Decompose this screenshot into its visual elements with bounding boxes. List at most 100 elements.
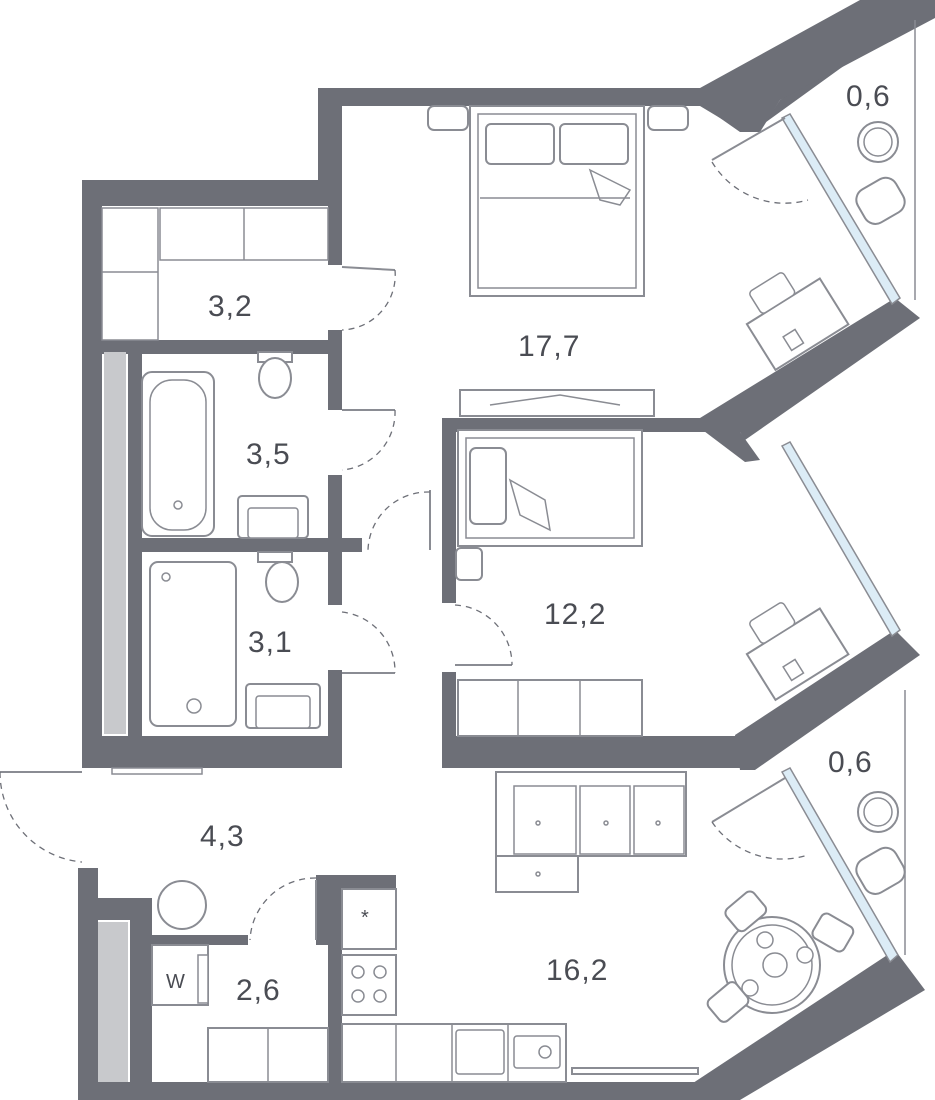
bedroom2b-door-swing xyxy=(454,604,513,666)
room-labels: 3,2 3,5 3,1 4,3 2,6 17,7 12,2 16,2 0,6 0… xyxy=(166,80,891,1007)
chair-desk-1 xyxy=(749,272,796,314)
bathtub-2 xyxy=(149,561,237,727)
balcony1-furniture xyxy=(855,121,906,225)
desk-2 xyxy=(745,602,850,702)
bath2-door-swing xyxy=(341,611,396,674)
bedroom2-furniture xyxy=(455,429,850,737)
toilet-2-tank xyxy=(257,551,293,563)
bath1-right-wall-top xyxy=(328,330,342,410)
pillow-single xyxy=(469,447,507,525)
chair-desk-2 xyxy=(749,602,796,644)
balcony2-door-leaf xyxy=(711,777,786,823)
bath2-right-wall xyxy=(328,670,342,768)
column-left xyxy=(104,352,126,734)
storage-door-swing xyxy=(341,269,396,331)
top-step-wall xyxy=(318,88,342,206)
nightstand-single xyxy=(455,547,483,581)
nightstand-left xyxy=(427,105,469,131)
toilet-1 xyxy=(258,357,292,399)
washer-label: W xyxy=(166,971,185,993)
dining-chair-2 xyxy=(811,912,855,953)
label-balcony-1: 0,6 xyxy=(846,80,891,113)
fridge-top-wall xyxy=(328,875,396,889)
storage-right-wall xyxy=(328,205,342,265)
top-wall xyxy=(318,88,708,106)
laundry-left-wall xyxy=(130,898,152,1100)
toilet-2 xyxy=(265,561,299,603)
dining-chair-1 xyxy=(724,890,768,933)
right-wall-middle xyxy=(735,630,920,770)
top-right-wall-mass xyxy=(700,0,935,132)
bedroom2-bottom-wall xyxy=(442,736,742,768)
label-bedroom-1: 17,7 xyxy=(518,330,580,363)
label-living-kitchen: 16,2 xyxy=(546,954,608,987)
bath-left-wall xyxy=(128,350,142,770)
blanket-fold xyxy=(588,168,632,206)
column-laundry xyxy=(98,922,128,1082)
label-bathroom-1: 3,5 xyxy=(246,438,291,471)
windows xyxy=(780,20,916,964)
bath1-door-swing xyxy=(341,409,396,471)
nightstand-right xyxy=(647,105,689,131)
sofa-chaise xyxy=(495,855,579,893)
bedroom2-door-swing xyxy=(367,491,431,551)
label-laundry: 2,6 xyxy=(236,974,281,1007)
storage-bath-wall xyxy=(100,340,340,354)
bedroom1-furniture xyxy=(427,105,850,417)
kitchen-left-wall xyxy=(328,875,342,1100)
pillow-right xyxy=(559,123,629,165)
dining-chair-3 xyxy=(706,981,750,1023)
wardrobe xyxy=(457,679,643,737)
fridge xyxy=(341,888,397,950)
kitchen-fixtures xyxy=(341,888,567,1083)
right-wall-lower xyxy=(690,950,925,1100)
bath1-bath2-wall xyxy=(128,538,362,552)
bath2-bottom-wall xyxy=(100,736,340,768)
storage-shelves xyxy=(101,207,329,341)
desk-1 xyxy=(745,272,850,372)
tv-stand xyxy=(571,1067,699,1075)
entry-door-frame xyxy=(111,767,203,775)
fridge-symbol: * xyxy=(361,907,369,929)
window-living xyxy=(780,767,899,964)
storage-shelf-left xyxy=(101,207,159,341)
left-outer-wall xyxy=(82,180,102,768)
balcony1-door-leaf xyxy=(711,117,786,161)
bottom-wall xyxy=(78,1082,718,1100)
bathroom2-fixtures xyxy=(149,551,321,729)
balcony1-chair xyxy=(855,176,906,225)
label-bedroom-2: 12,2 xyxy=(544,598,606,631)
bath-right-wall-mid xyxy=(328,475,342,605)
entry-door-swing xyxy=(0,772,83,863)
bedroom2-left-wall-top xyxy=(442,418,456,603)
bathroom1-fixtures xyxy=(141,351,309,539)
laundry-top-wall xyxy=(150,935,248,945)
right-wall-upper xyxy=(700,298,920,440)
flower-vase xyxy=(762,952,788,978)
laundry-door-swing xyxy=(249,877,317,941)
laundry-right-wall xyxy=(316,875,330,945)
dishwasher xyxy=(513,1035,561,1069)
left-outer-wall-lower xyxy=(78,868,98,1100)
label-bathroom-2: 3,1 xyxy=(248,626,293,659)
hall-pouf xyxy=(157,880,207,930)
dresser xyxy=(459,389,655,417)
balcony1-door-swing xyxy=(711,161,809,204)
storage-door-leaf xyxy=(341,266,396,271)
window-bedroom2 xyxy=(780,441,901,638)
label-balcony-2: 0,6 xyxy=(828,746,873,779)
doors xyxy=(0,117,809,941)
window-bedroom1 xyxy=(780,113,901,306)
label-hall: 4,3 xyxy=(200,820,245,853)
balcony2-furniture xyxy=(855,791,906,895)
walls xyxy=(78,0,935,1100)
single-blanket-fold xyxy=(508,478,551,532)
top-left-wall xyxy=(82,180,342,206)
pillow-left xyxy=(485,123,555,165)
living-furniture xyxy=(495,771,855,1075)
laundry-fixtures xyxy=(151,944,329,1083)
balcony2-chair xyxy=(855,846,906,895)
cooktop xyxy=(341,954,397,1016)
label-storage: 3,2 xyxy=(208,290,253,323)
